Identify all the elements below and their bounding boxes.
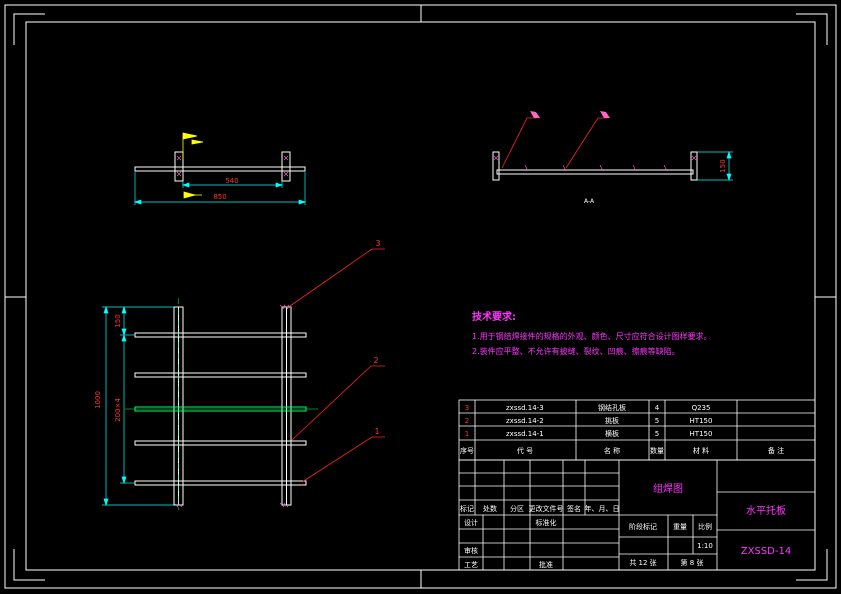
title-block: 标记 处数 分区 更改文件号 签名 年、月、日 设计 标准化 审核 工艺 批准 … [458,459,816,571]
bom-row-1-name: 横板 [605,429,619,438]
bom-header-qty: 数量 [650,446,664,455]
corner-mark-tr [796,13,828,45]
tb-mark: 标记 [460,504,474,513]
tb-standard: 标准化 [536,518,557,527]
balloon-2: 2 [373,356,378,365]
tb-scale: 比例 [698,522,712,531]
bom-header-name: 名 称 [604,446,620,455]
outer-frame [4,4,837,589]
balloon-1: 1 [374,427,379,436]
bom-row-3-code: zxssd.14-3 [506,404,544,412]
tb-process: 工艺 [464,561,478,569]
tech-line-1: 1.用于钢结焊接件的规格的外观、颜色、尺寸应符合设计图样要求。 [472,331,712,341]
tb-count: 处数 [483,504,497,513]
bom-row-1-qty: 5 [655,430,659,438]
bom-header-remark: 备 注 [768,446,784,455]
bom-row-2-material: HT150 [690,417,713,425]
section-label: A-A [584,198,595,205]
dim-left-pitch: 200×4 [114,398,122,422]
tb-design: 设计 [464,518,478,527]
tb-change-doc: 更改文件号 [529,504,564,513]
bom-row-3-material: Q235 [692,404,711,412]
tb-part-name: 水平托板 [746,504,786,517]
tb-sign: 签名 [567,504,581,513]
balloon-3: 3 [375,239,380,248]
top-view: 540 850 [133,132,307,205]
tb-stage: 阶段标记 [629,522,657,531]
tb-sheet-no: 第 8 张 [681,558,704,567]
dim-top-overall: 850 [213,193,226,201]
dim-top-inner: 540 [225,177,238,185]
bom-row-2-qty: 5 [655,417,659,425]
tb-approve: 批准 [539,560,553,569]
dim-left-total: 1000 [94,391,102,409]
bom-header-code: 代 号 [517,446,533,455]
bom-table: 3 zxssd.14-3 钢结孔板 4 Q235 2 zxssd.14-2 挑板… [458,399,816,461]
section-view: 150 A-A [492,111,733,205]
bom-row-1-material: HT150 [690,430,713,438]
bom-row-3-no: 3 [465,404,469,412]
tb-assembly: 组焊图 [653,482,683,495]
inner-frame [25,21,816,571]
bom-row-2-no: 2 [465,417,469,425]
tb-weight: 重量 [673,523,687,531]
tb-sheets-total: 共 12 张 [629,558,656,567]
tb-drawing-no: ZXSSD-14 [741,546,791,557]
corner-mark-br [796,549,828,581]
tb-zone: 分区 [510,504,524,513]
tb-scale-value: 1:10 [697,542,713,550]
bom-row-1-code: zxssd.14-1 [506,430,544,438]
tech-title: 技术要求: [472,310,516,323]
bom-header-no: 序号 [460,446,474,455]
dim-left-top: 150 [114,314,122,327]
bom-row-2-name: 挑板 [605,416,619,425]
technical-requirements: 技术要求: 1.用于钢结焊接件的规格的外观、颜色、尺寸应符合设计图样要求。 2.… [472,310,712,356]
tb-check: 审核 [464,546,478,555]
front-view: 1000 150 200×4 3 2 1 [94,239,385,510]
bom-row-2-code: zxssd.14-2 [506,417,544,425]
dim-side-height: 150 [719,159,727,172]
corner-mark-tl [13,13,45,45]
bom-header-material: 材 料 [693,446,709,455]
corner-mark-bl [13,549,45,581]
bom-row-1-no: 1 [465,430,469,438]
tech-line-2: 2.装件应平整、不允许有披缝、裂纹、凹痕、擦痕等缺陷。 [472,346,680,356]
bom-row-3-name: 钢结孔板 [598,403,626,412]
tb-date: 年、月、日 [585,504,620,513]
bom-row-3-qty: 4 [655,404,660,412]
